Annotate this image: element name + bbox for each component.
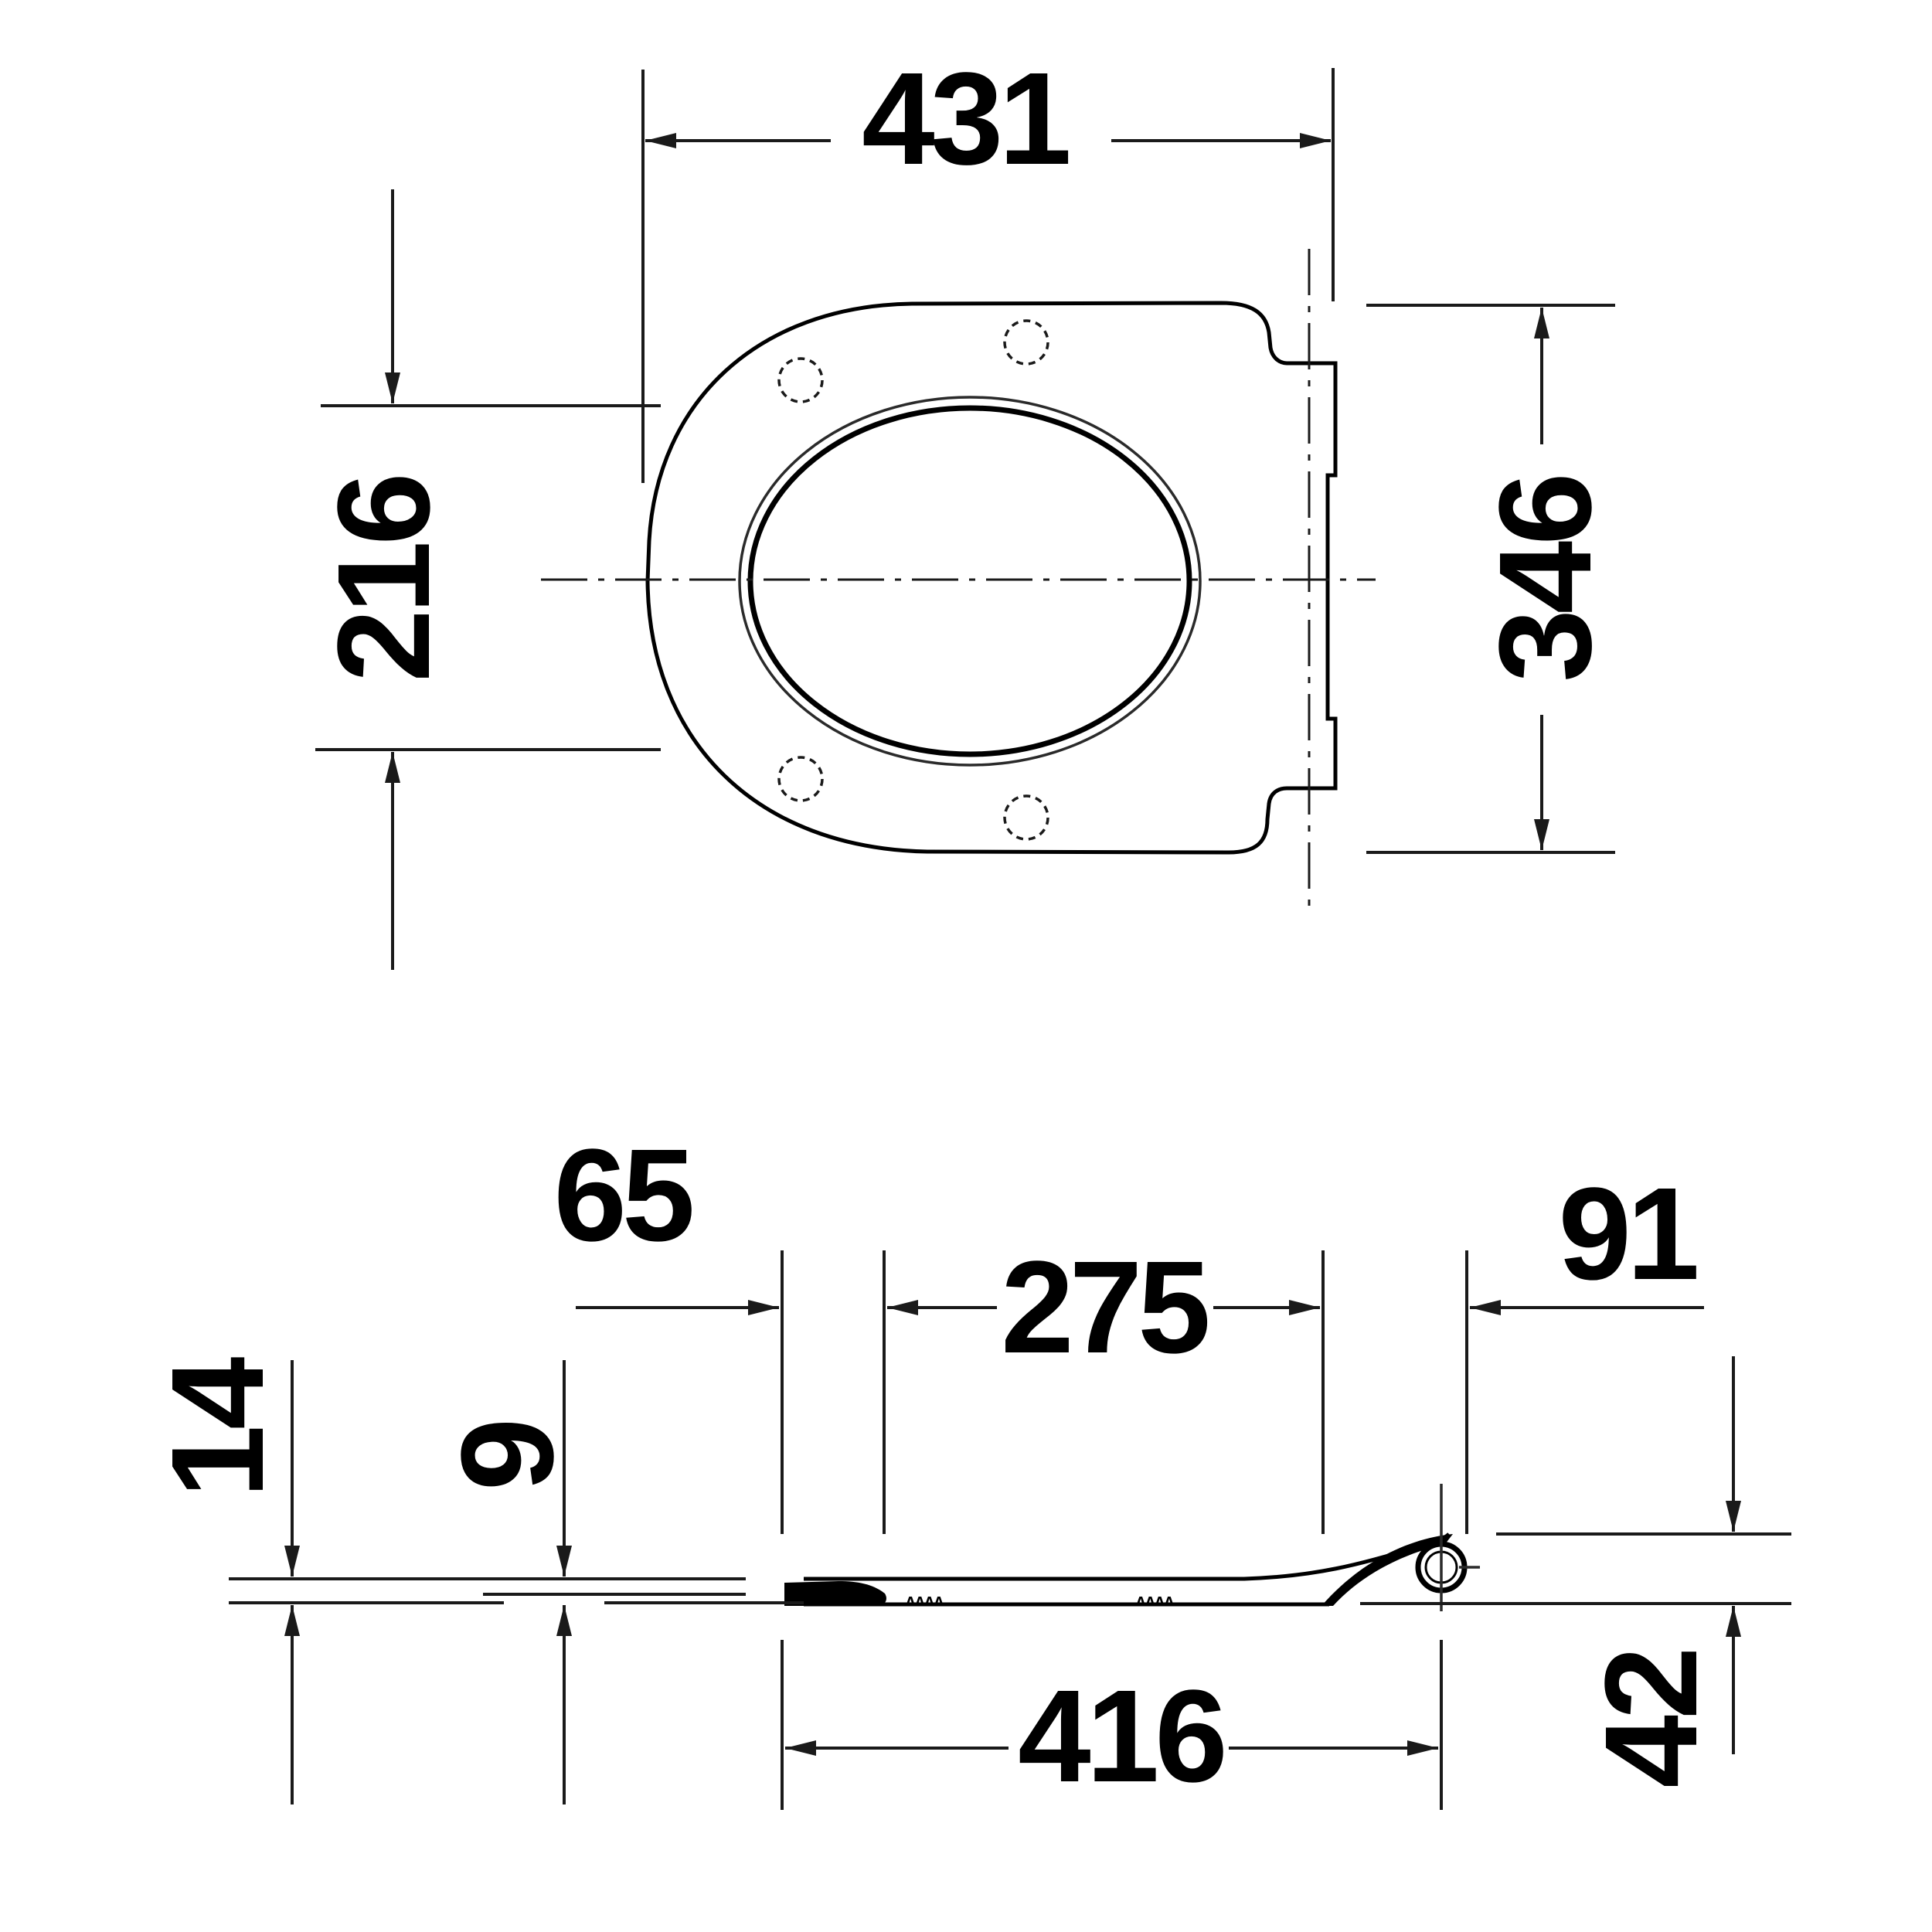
dim-label-14: 14	[145, 1357, 291, 1498]
seat-profile	[784, 1581, 886, 1606]
bumper-circle	[777, 756, 824, 802]
dim-label-275: 275	[1001, 1234, 1207, 1381]
bumper-circle	[1003, 794, 1049, 841]
seat-rear-curve	[1321, 1534, 1453, 1606]
dim-label-431: 431	[862, 46, 1068, 192]
dim-label-346: 346	[1472, 477, 1619, 682]
seat-outline	[645, 301, 1338, 855]
dim-label-416: 416	[1018, 1663, 1223, 1810]
seat-top-edge	[804, 1532, 1451, 1581]
bumper-mark: ʌʌʌʌ	[1136, 1590, 1175, 1610]
top-view: 431 216 346	[311, 46, 1619, 970]
side-view: ʌʌʌʌ ʌʌʌʌ 14 9 65 275	[145, 1122, 1791, 1810]
dim-label-65: 65	[553, 1122, 692, 1269]
dim-label-9: 9	[434, 1422, 581, 1491]
bumper-circle	[1003, 319, 1049, 366]
dim-label-216: 216	[311, 477, 457, 682]
dim-label-91: 91	[1558, 1161, 1696, 1308]
seat-opening-inner	[747, 405, 1192, 757]
bumper-mark: ʌʌʌʌ	[906, 1590, 944, 1610]
bumper-circle	[777, 357, 824, 403]
seat-opening-outer	[738, 396, 1202, 767]
dim-label-42: 42	[1578, 1651, 1725, 1787]
